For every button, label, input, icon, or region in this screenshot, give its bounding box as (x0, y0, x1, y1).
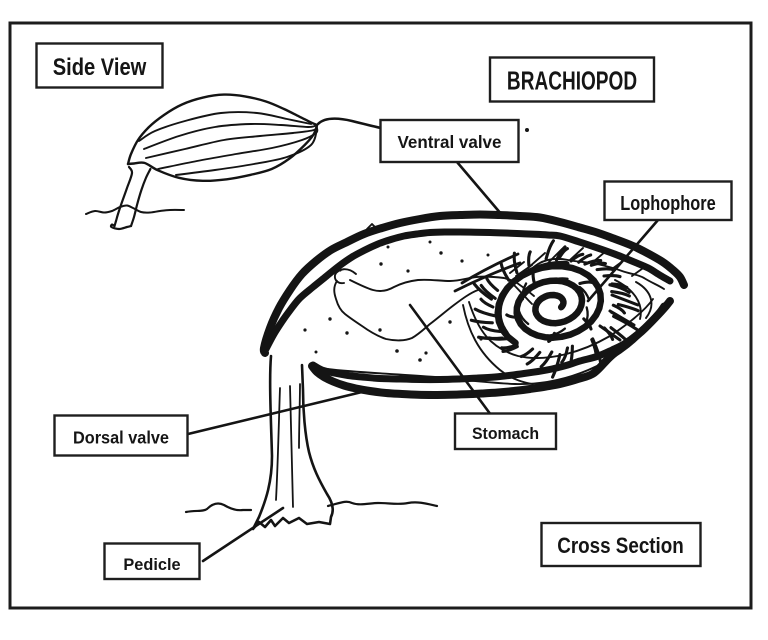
svg-text:BRACHIOPOD: BRACHIOPOD (507, 67, 637, 95)
svg-text:Cross Section: Cross Section (557, 533, 684, 558)
svg-text:Side View: Side View (53, 53, 147, 80)
svg-text:Stomach: Stomach (472, 425, 539, 443)
svg-text:Ventral valve: Ventral valve (398, 132, 502, 153)
svg-text:Pedicle: Pedicle (123, 556, 180, 574)
svg-text:Lophophore: Lophophore (620, 191, 715, 214)
svg-text:Dorsal valve: Dorsal valve (73, 427, 169, 448)
